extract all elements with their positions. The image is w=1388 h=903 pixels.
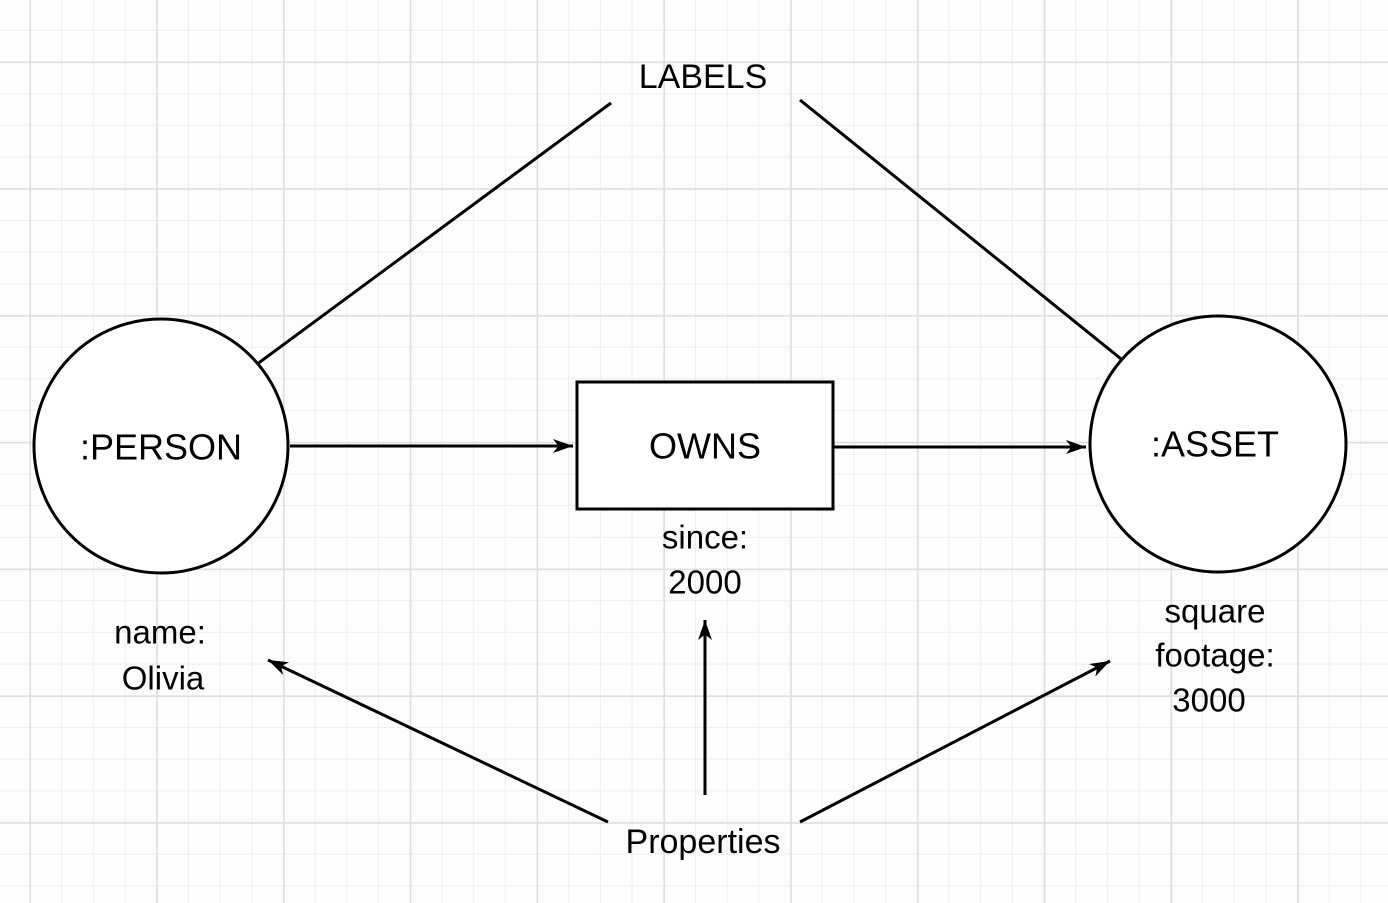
asset-node-label: :ASSET <box>1151 424 1279 465</box>
person-property-line: Olivia <box>122 660 205 697</box>
asset-properties-text: square footage: 3000 <box>1155 593 1274 719</box>
asset-node <box>1088 314 1348 574</box>
labels-arrow-to-person <box>202 101 612 406</box>
properties-arrow-to-asset-props <box>799 659 1111 824</box>
relationship-properties-text: since: 2000 <box>662 519 748 601</box>
person-node-label: :PERSON <box>80 427 242 468</box>
asset-property-line: 3000 <box>1172 682 1245 719</box>
owns-relationship-label: OWNS <box>649 426 761 467</box>
labels-annotation: LABELS <box>639 58 768 96</box>
owns-relationship-box <box>575 380 835 511</box>
relationship-property-line: 2000 <box>668 564 741 601</box>
asset-property-line: footage: <box>1155 637 1274 674</box>
person-node <box>32 317 290 575</box>
properties-annotation: Properties <box>626 823 781 861</box>
relationship-property-line: since: <box>662 519 748 556</box>
asset-property-line: square <box>1165 593 1266 630</box>
properties-arrow-to-person-props <box>267 658 609 824</box>
person-property-line: name: <box>114 614 206 651</box>
person-properties-text: name: Olivia <box>114 614 206 697</box>
labels-arrow-to-asset <box>799 98 1178 406</box>
